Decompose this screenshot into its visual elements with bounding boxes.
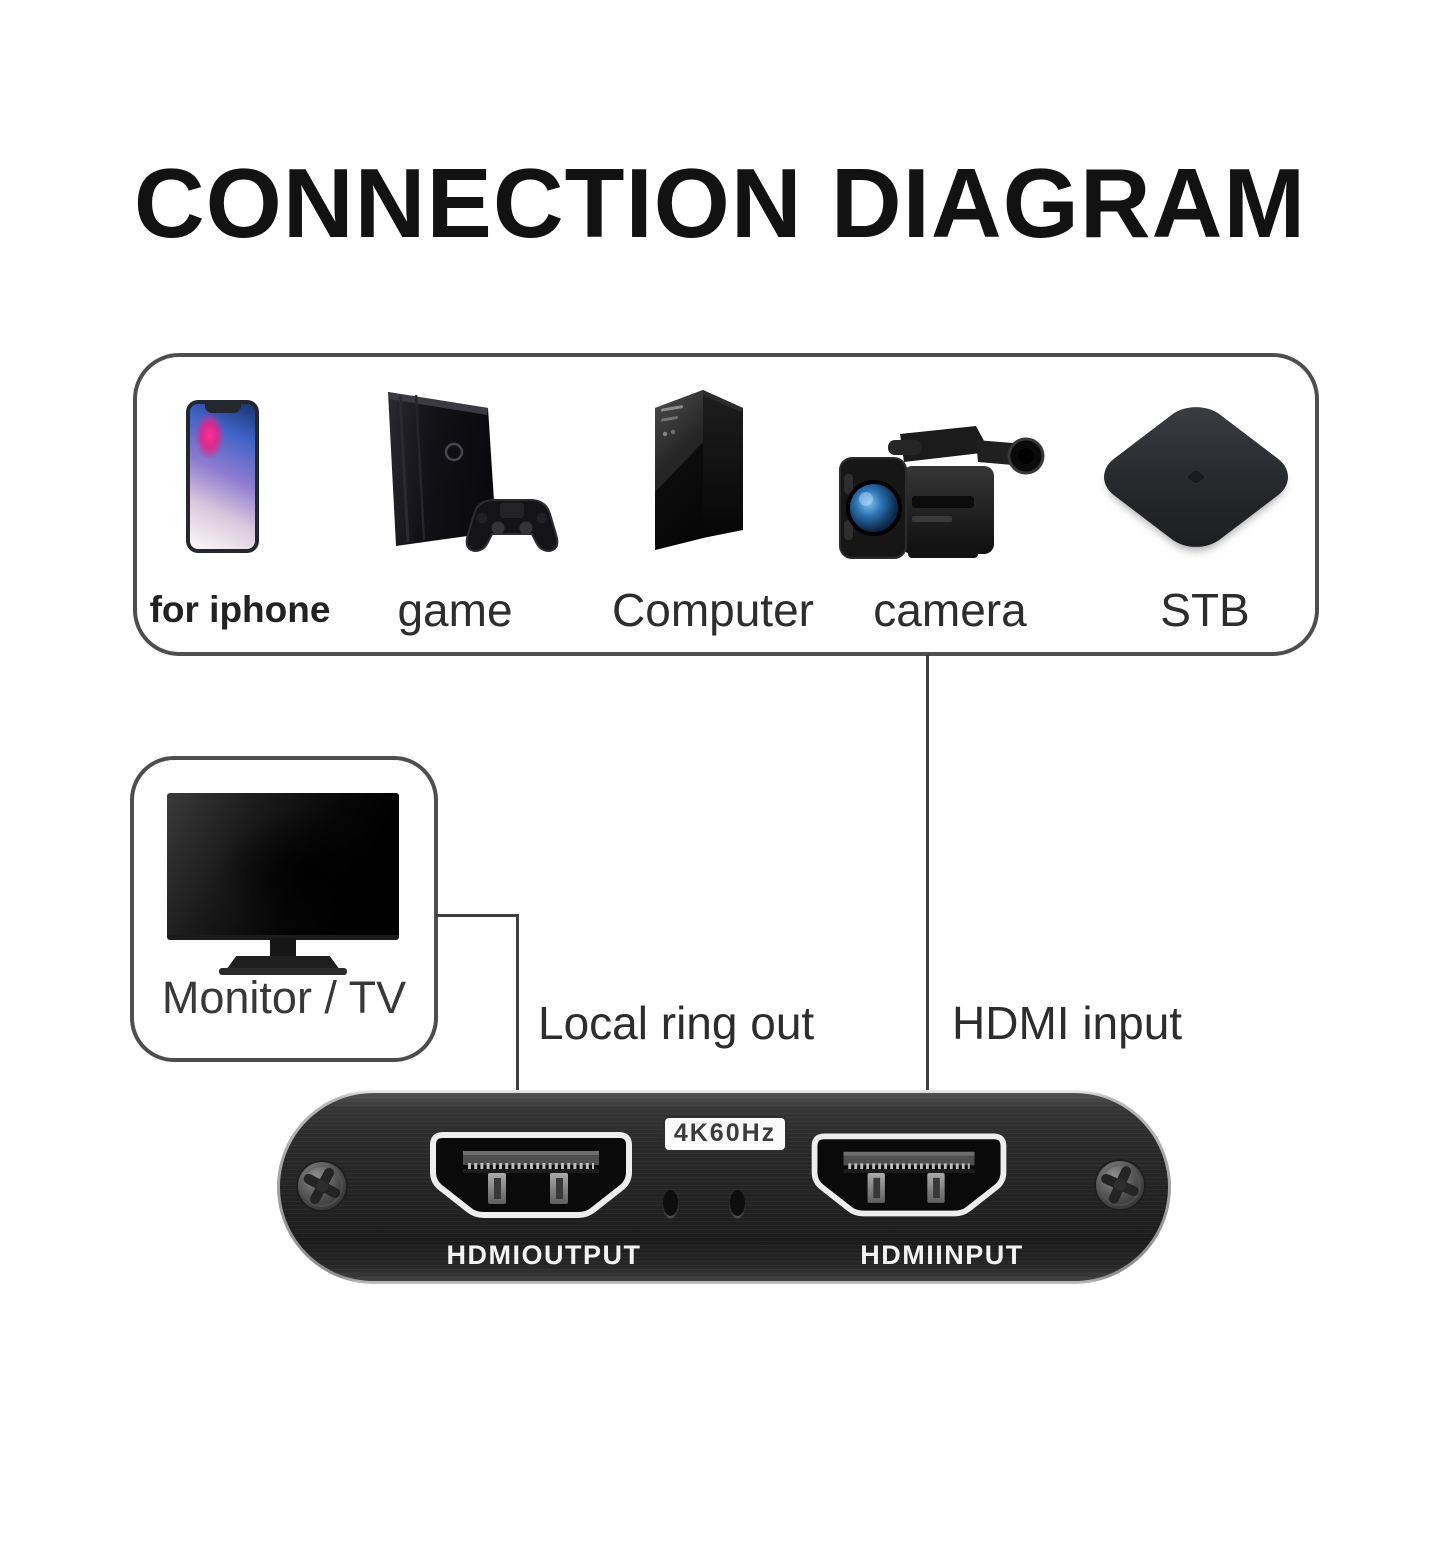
- connection-line-to-hdmi-output: [516, 914, 519, 1094]
- connection-line-monitor-horizontal: [436, 914, 518, 917]
- game-label: game: [397, 584, 513, 636]
- computer-label: Computer: [612, 584, 814, 636]
- iphone-label: for iphone: [149, 589, 331, 630]
- tv-stand-base-bar: [219, 968, 347, 975]
- monitor-tv-label: Monitor / TV: [161, 972, 407, 1023]
- monitor-tv-icon: [167, 793, 399, 940]
- hdmi-output-port-label: HDMIOUTPUT: [446, 1240, 642, 1270]
- local-ring-out-label: Local ring out: [538, 997, 815, 1049]
- stb-label: STB: [1160, 584, 1250, 636]
- screw-icon-right: [1093, 1158, 1147, 1212]
- camera-label: camera: [873, 584, 1027, 636]
- stb-logo: [1184, 468, 1208, 486]
- camera-icon: [838, 400, 1046, 592]
- 4k60hz-badge: 4K60Hz: [663, 1116, 787, 1152]
- tv-stand-neck: [270, 938, 296, 958]
- capture-device: [277, 1090, 1171, 1284]
- iphone-notch: [204, 404, 241, 413]
- page-title: CONNECTION DIAGRAM: [133, 148, 1307, 258]
- faceplate-hole: [663, 1190, 678, 1216]
- hdmi-input-label: HDMI input: [952, 997, 1183, 1049]
- connection-line-to-hdmi-input: [926, 655, 929, 1094]
- hdmi-input-port-icon: [803, 1128, 1015, 1220]
- tv-stand-base: [226, 956, 340, 970]
- hdmi-output-port-icon: [421, 1128, 641, 1220]
- computer-icon: [643, 378, 761, 566]
- iphone-icon: [186, 400, 259, 553]
- iphone-screen: [190, 404, 255, 549]
- screw-icon-left: [295, 1159, 349, 1213]
- faceplate-hole: [730, 1190, 745, 1216]
- game-console-icon: [370, 382, 566, 566]
- hdmi-input-port-label: HDMIINPUT: [860, 1240, 1024, 1270]
